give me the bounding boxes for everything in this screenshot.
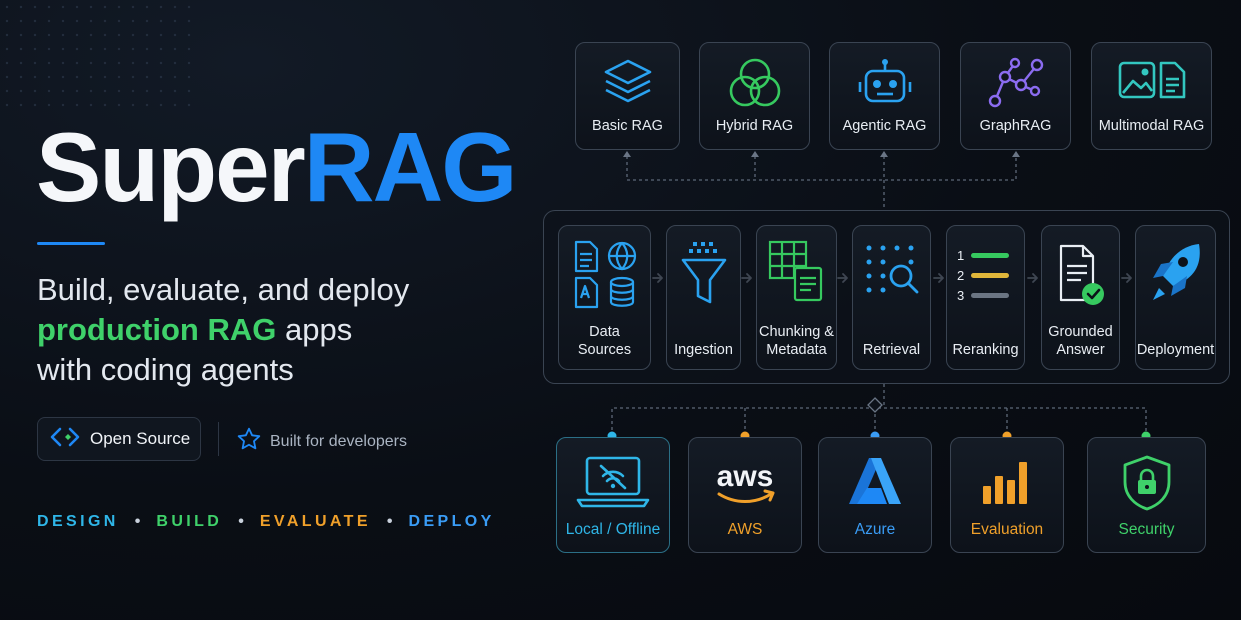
- target-local-offline[interactable]: Local / Offline: [556, 437, 670, 553]
- rank-number: 1: [957, 248, 964, 263]
- robot-icon: [857, 57, 913, 114]
- aws-logo-icon: aws: [709, 454, 781, 513]
- image-doc-icon: [1117, 57, 1187, 112]
- open-source-label: Open Source: [90, 429, 191, 448]
- rank-number: 3: [957, 288, 964, 303]
- target-evaluation[interactable]: Evaluation: [950, 437, 1064, 553]
- badge-divider: [218, 422, 219, 456]
- phase-separator: •: [238, 513, 244, 530]
- funnel-icon: [679, 238, 729, 315]
- target-label: AWS: [727, 521, 763, 538]
- title-part-super: Super: [36, 112, 306, 222]
- azure-logo-icon: [847, 454, 903, 513]
- tagline-line-2-rest: apps: [276, 312, 353, 347]
- rag-type-agentic[interactable]: Agentic RAG: [829, 42, 940, 150]
- graph-icon: [985, 57, 1047, 114]
- laptop-offline-icon: [575, 454, 651, 515]
- step-label: Ingestion: [674, 342, 733, 358]
- step-label: Chunking &Metadata: [759, 324, 834, 358]
- target-aws[interactable]: aws AWS: [688, 437, 802, 553]
- aws-logo-text: aws: [717, 460, 774, 493]
- rag-type-label: Basic RAG: [592, 118, 663, 134]
- pipeline-step-chunking[interactable]: Chunking &Metadata: [756, 225, 837, 370]
- phase-design: DESIGN: [37, 513, 119, 530]
- target-azure[interactable]: Azure: [818, 437, 932, 553]
- reranking-icon: 1 2 3: [955, 238, 1017, 313]
- tagline-line-3: with coding agents: [37, 352, 294, 387]
- phase-deploy: DEPLOY: [408, 513, 495, 530]
- rag-type-hybrid[interactable]: Hybrid RAG: [699, 42, 810, 150]
- step-label: Retrieval: [862, 342, 921, 358]
- title-part-rag: RAG: [303, 112, 518, 222]
- tagline-line-1: Build, evaluate, and deploy: [37, 272, 410, 307]
- pipeline-step-retrieval[interactable]: Retrieval: [852, 225, 931, 370]
- open-source-badge[interactable]: Open Source: [37, 417, 201, 461]
- target-label: Local / Offline: [565, 521, 661, 538]
- rag-type-label: Agentic RAG: [842, 118, 927, 134]
- target-security[interactable]: Security: [1087, 437, 1206, 553]
- phase-separator: •: [134, 513, 141, 530]
- data-sources-icon: [572, 238, 638, 315]
- built-for-developers: Built for developers: [236, 426, 407, 457]
- code-icon: [50, 426, 80, 453]
- step-label: Deployment: [1136, 342, 1215, 358]
- tagline-line-2: production RAG apps: [37, 310, 409, 350]
- phase-separator: •: [386, 513, 393, 530]
- target-label: Azure: [854, 521, 896, 538]
- pipeline-step-reranking[interactable]: 1 2 3 Reranking: [946, 225, 1025, 370]
- rag-type-graph[interactable]: GraphRAG: [960, 42, 1071, 150]
- rag-type-basic[interactable]: Basic RAG: [575, 42, 680, 150]
- rag-type-label: Multimodal RAG: [1098, 118, 1205, 134]
- target-label: Security: [1118, 521, 1175, 538]
- shield-lock-icon: [1119, 454, 1175, 517]
- rocket-icon: [1147, 238, 1205, 313]
- title-underline: [37, 242, 105, 245]
- rag-type-multimodal[interactable]: Multimodal RAG: [1091, 42, 1212, 150]
- target-label: Evaluation: [970, 521, 1044, 538]
- phase-list: DESIGN • BUILD • EVALUATE • DEPLOY: [37, 513, 495, 531]
- star-icon: [236, 426, 262, 457]
- rank-number: 2: [957, 268, 964, 283]
- bar-chart-icon: [979, 454, 1035, 513]
- phase-evaluate: EVALUATE: [259, 513, 371, 530]
- pipeline-step-deployment[interactable]: Deployment: [1135, 225, 1216, 370]
- chunking-icon: [767, 238, 827, 313]
- layers-icon: [602, 57, 654, 112]
- dot-grid-decoration: [0, 0, 200, 110]
- step-label: Reranking: [952, 342, 1019, 358]
- rag-type-label: Hybrid RAG: [715, 118, 794, 134]
- phase-build: BUILD: [156, 513, 223, 530]
- venn-icon: [726, 57, 784, 114]
- built-for-label: Built for developers: [270, 432, 407, 450]
- grounded-answer-icon: [1053, 238, 1109, 315]
- tagline: Build, evaluate, and deploy production R…: [37, 270, 409, 390]
- page-title: SuperRAG: [36, 118, 518, 216]
- rag-type-label: GraphRAG: [979, 118, 1052, 134]
- retrieval-icon: [863, 238, 921, 313]
- pipeline-step-ingestion[interactable]: Ingestion: [666, 225, 741, 370]
- tagline-highlight: production RAG: [37, 312, 277, 347]
